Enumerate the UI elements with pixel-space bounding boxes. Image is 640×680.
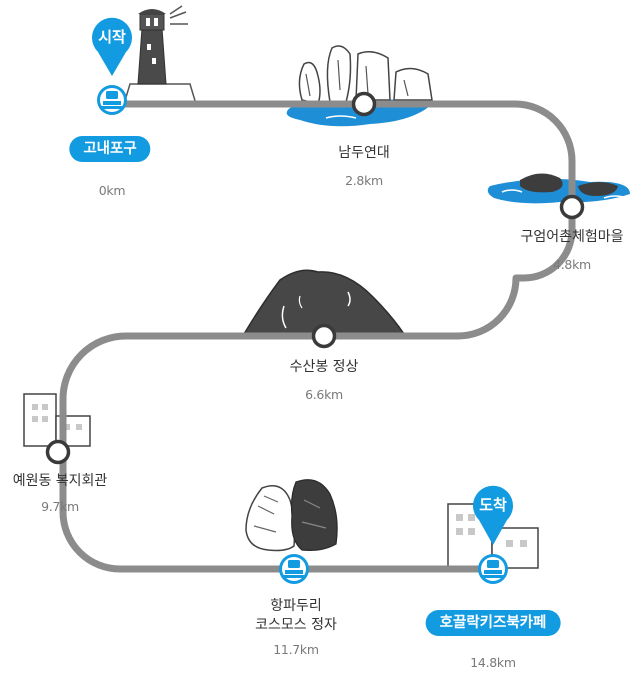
start-stop-distance: 0km [98, 183, 126, 198]
stop-distance-hangpaduri: 11.7km [273, 642, 319, 657]
stamp-icon [482, 560, 504, 578]
stop-marker-susanbong-summit[interactable] [311, 323, 337, 349]
stop-label-hangpaduri-line1: 항파두리 [270, 598, 322, 614]
stop-marker-hokkeullak-cafe[interactable] [478, 554, 508, 584]
start-pin: 시작 [92, 17, 132, 76]
stop-distance-gueom-village: 4.8km [553, 257, 591, 272]
stop-marker-hangpaduri-pavilion[interactable] [279, 554, 309, 584]
route-path [59, 100, 576, 573]
stamp-icon [283, 560, 305, 578]
start-stop-label: 고내포구 [69, 136, 151, 162]
trees-illustration [245, 479, 338, 552]
end-pin-label: 도착 [479, 496, 507, 514]
lighthouse-illustration [122, 5, 198, 105]
stop-label-gueom-village: 구엄어촌체험마을 [520, 229, 624, 245]
stop-distance-yewondong-center: 9.7km [41, 499, 79, 514]
stop-marker-namdu-beacon[interactable] [351, 91, 377, 117]
stop-label-susanbong-summit: 수산봉 정상 [289, 359, 359, 375]
stamp-icon [101, 91, 123, 109]
stop-distance-namdu-beacon: 2.8km [345, 173, 383, 188]
end-stop-label: 호끌락키즈북카페 [425, 610, 561, 636]
stop-label-hangpaduri-line2: 코스모스 정자 [255, 617, 337, 633]
end-stop-distance: 14.8km [470, 655, 516, 670]
welfare-center-illustration [23, 393, 91, 447]
fishing-village-illustration [487, 173, 630, 204]
start-pin-label: 시작 [98, 28, 126, 46]
stop-distance-susanbong-summit: 6.6km [305, 387, 343, 402]
stop-label-yewondong-center: 예원동 복지회관 [12, 473, 108, 489]
stop-marker-gueom-village[interactable] [559, 194, 585, 220]
stop-marker-yewondong-center[interactable] [45, 439, 71, 465]
stop-marker-goname-port[interactable] [97, 85, 127, 115]
mountain-illustration [242, 269, 406, 335]
end-pin: 도착 [473, 485, 514, 545]
stop-label-namdu-beacon: 남두연대 [338, 145, 390, 161]
